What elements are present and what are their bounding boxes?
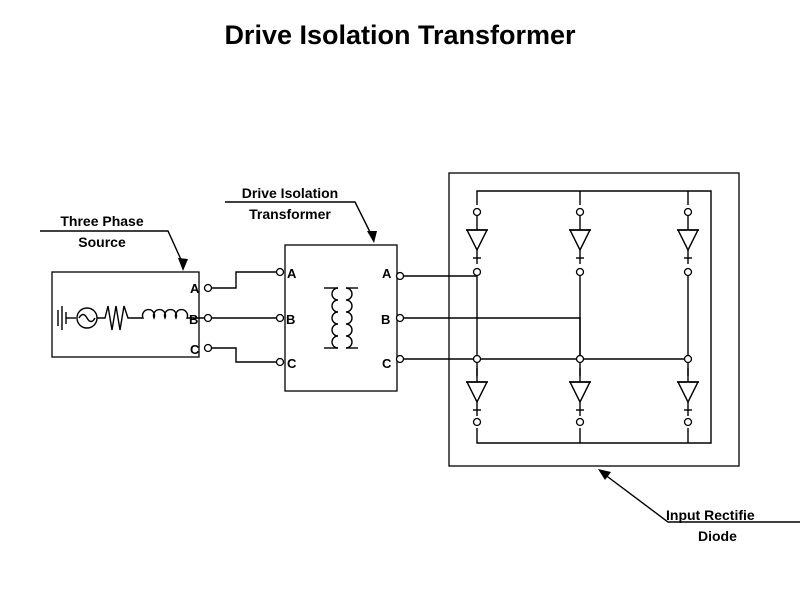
ac-source-icon: [76, 307, 98, 329]
rectifier-label-line2: Diode: [698, 528, 737, 544]
source-callout: Three Phase Source: [40, 213, 188, 271]
input-rectifier: [448, 172, 740, 467]
source-label-line2: Source: [78, 234, 126, 250]
source-terminal-b: B: [189, 312, 198, 327]
source-label-line1: Three Phase: [60, 213, 143, 229]
diode-lower-1: [465, 367, 489, 427]
rectifier-label-line1: Input Rectifie: [666, 507, 755, 523]
source-box: [51, 271, 200, 358]
transformer-primary-b: B: [286, 312, 295, 327]
rectifier-outer-box: [448, 172, 740, 467]
rectifier-callout: Input Rectifie Diode: [598, 469, 800, 544]
diode-lower-2: [568, 367, 592, 427]
source-transformer-wires: [212, 271, 276, 363]
transformer-label-line2: Transformer: [249, 206, 331, 222]
transformer-rectifier-wires: [404, 275, 688, 360]
transformer-callout: Drive Isolation Transformer: [225, 185, 377, 243]
transformer-secondary-b: B: [381, 312, 390, 327]
drive-isolation-transformer: A B C A B C: [275, 244, 405, 392]
source-terminal-c: C: [190, 342, 200, 357]
inductor-icon: [138, 308, 205, 320]
diode-upper-3: [676, 207, 700, 277]
transformer-primary-c: C: [287, 356, 297, 371]
transformer-coil-icon: [324, 287, 358, 349]
transformer-label-line1: Drive Isolation: [242, 185, 338, 201]
resistor-icon: [97, 305, 138, 331]
source-terminal-a: A: [190, 281, 200, 296]
diode-lower-3: [676, 367, 700, 427]
diode-upper-1: [465, 207, 489, 277]
transformer-secondary-a: A: [382, 266, 392, 281]
transformer-secondary-c: C: [382, 356, 392, 371]
transformer-primary-a: A: [287, 266, 297, 281]
page-title: Drive Isolation Transformer: [224, 20, 576, 50]
three-phase-source: A B C: [51, 271, 213, 358]
ground-icon: [57, 306, 76, 330]
diode-upper-2: [568, 207, 592, 277]
